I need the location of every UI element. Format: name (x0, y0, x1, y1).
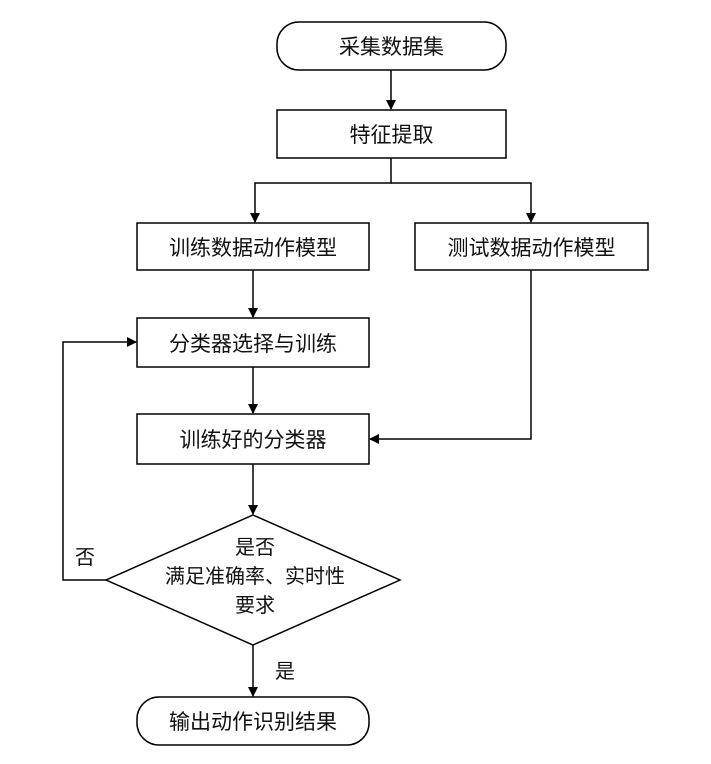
node-output: 输出动作识别结果 (169, 710, 337, 734)
edge-label-no: 否 (75, 544, 95, 569)
decision-line-1: 是否 (235, 534, 275, 559)
edge-label-yes: 是 (275, 658, 295, 683)
node-feature: 特征提取 (349, 123, 434, 147)
edge-feature-to-test (391, 182, 536, 223)
decision-line-3: 要求 (235, 592, 275, 617)
edge-feature-split (250, 158, 392, 223)
node-train-model: 训练数据动作模型 (169, 235, 337, 260)
node-collect: 采集数据集 (339, 35, 444, 59)
edge-test-to-trained (369, 270, 532, 444)
test-model-box-shape (414, 222, 649, 271)
node-trained-classifier: 训练好的分类器 (179, 428, 327, 452)
train-model-box-shape (136, 222, 370, 271)
feature-box-shape (276, 109, 507, 159)
node-decision: 是否 满足准确率、实时性 要求 (160, 528, 350, 624)
node-test-model: 测试数据动作模型 (447, 235, 616, 260)
decision-line-2: 满足准确率、实时性 (165, 563, 345, 588)
output-terminator-shape (136, 696, 370, 746)
edge-decision-no-loop (62, 337, 137, 581)
node-classifier-select: 分类器选择与训练 (169, 331, 337, 356)
